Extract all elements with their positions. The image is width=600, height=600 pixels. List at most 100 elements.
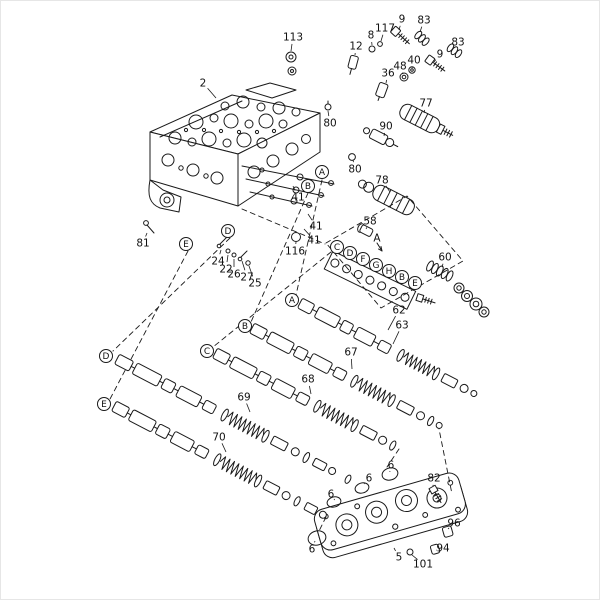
reference-letter-text: E bbox=[183, 240, 189, 250]
circled-letter-e: E bbox=[179, 237, 193, 251]
part-number-label: 82 bbox=[427, 473, 440, 485]
part-36-plug bbox=[375, 82, 389, 101]
part-number-label: 80 bbox=[348, 164, 361, 176]
part-number-label: 77 bbox=[419, 98, 432, 110]
part-80-screw-lower bbox=[348, 153, 356, 161]
circled-letter-d: D bbox=[343, 246, 357, 260]
part-number-label: 8 bbox=[368, 30, 375, 42]
leader-line bbox=[351, 358, 353, 370]
leader-line bbox=[248, 265, 254, 277]
leader-line bbox=[392, 331, 400, 345]
leader-line bbox=[380, 34, 384, 42]
part-80-screw-upper bbox=[324, 100, 332, 111]
part-number-label: 80 bbox=[323, 118, 336, 130]
part-9-bolt-top bbox=[390, 25, 410, 45]
part-number-label: 5 bbox=[396, 552, 403, 564]
leader-line bbox=[327, 110, 330, 117]
spool-assembly-c bbox=[212, 348, 397, 451]
part-number-label: 60 bbox=[438, 252, 451, 264]
leader-line bbox=[385, 185, 391, 193]
part-number-label: 41 bbox=[307, 235, 320, 247]
part-number-label: 116 bbox=[285, 246, 305, 258]
leader-line bbox=[221, 443, 227, 453]
part-number-label: 6 bbox=[366, 473, 373, 485]
reference-letter-text: B bbox=[242, 322, 248, 332]
leader-line bbox=[226, 254, 229, 263]
circled-letter-b: B bbox=[395, 270, 409, 284]
reference-letter-text: C bbox=[204, 347, 210, 357]
spool-assembly-a bbox=[297, 298, 478, 398]
parts-8-117-seals bbox=[368, 41, 383, 53]
part-number-label: A bbox=[373, 233, 381, 245]
leader-line bbox=[307, 213, 313, 221]
leader-line bbox=[333, 498, 335, 501]
part-81-screw bbox=[143, 220, 155, 234]
leader-line bbox=[402, 72, 404, 75]
leader-line bbox=[387, 315, 396, 331]
spool-assembly-d bbox=[114, 354, 352, 484]
leader-line bbox=[451, 47, 455, 51]
part-number-label: 101 bbox=[413, 559, 433, 571]
part-number-label: 26 bbox=[227, 269, 241, 281]
leader-line bbox=[365, 227, 368, 230]
reference-letter-text: H bbox=[386, 267, 393, 277]
part-number-label: 117 bbox=[375, 23, 395, 35]
reference-letter-text: E bbox=[101, 400, 107, 410]
part-number-label: 22 bbox=[219, 264, 232, 276]
spool-assemblies bbox=[111, 298, 478, 519]
reference-letter-text: A bbox=[289, 296, 296, 306]
part-number-label: 36 bbox=[381, 68, 395, 80]
circled-letter-a: A bbox=[285, 293, 299, 307]
part-58-plug bbox=[357, 223, 374, 237]
leader-line bbox=[219, 249, 222, 255]
part-113-washers bbox=[285, 51, 297, 76]
leader-line bbox=[423, 109, 425, 114]
part-number-label: 70 bbox=[212, 432, 225, 444]
part-90-relief-valve bbox=[363, 127, 399, 148]
leader-line bbox=[433, 59, 437, 63]
reference-letter-text: D bbox=[225, 227, 232, 237]
circled-letter-d: D bbox=[221, 224, 235, 238]
parts-22-27-screws bbox=[216, 236, 251, 266]
reference-letter-text: A bbox=[319, 168, 326, 178]
valve-body bbox=[148, 82, 321, 213]
part-94-plug bbox=[429, 543, 441, 555]
reference-letter-text: B bbox=[305, 182, 311, 192]
part-78-solenoid-valve bbox=[357, 179, 415, 216]
circled-letter-a: A bbox=[315, 165, 329, 179]
part-9-bolt-right bbox=[424, 54, 446, 72]
part-number-label: 63 bbox=[395, 320, 408, 332]
part-77-solenoid-valve bbox=[399, 103, 454, 138]
circled-letter-b: B bbox=[301, 179, 315, 193]
leader-line bbox=[352, 159, 354, 163]
leader-line bbox=[385, 79, 387, 84]
part-number-label: 12 bbox=[349, 41, 362, 53]
part-101-plug bbox=[406, 548, 414, 556]
part-number-label: 113 bbox=[283, 32, 303, 44]
circled-letter-e: E bbox=[97, 397, 111, 411]
leader-line bbox=[419, 26, 423, 33]
parts-41-push-rods bbox=[241, 165, 335, 208]
circled-letter-h: H bbox=[382, 264, 396, 278]
construction-lines bbox=[109, 179, 464, 534]
part-number-label: 83 bbox=[451, 37, 464, 49]
parts-60-spring-and-washers bbox=[415, 260, 490, 318]
part-number-label: 94 bbox=[436, 543, 450, 555]
circled-letter-c: C bbox=[200, 344, 214, 358]
spool-assembly-e bbox=[111, 401, 327, 519]
part-number-label: 9 bbox=[399, 14, 406, 26]
drawing-layer bbox=[143, 25, 490, 559]
circled-letter-d: D bbox=[99, 349, 113, 363]
part-83-spring-top bbox=[414, 30, 430, 46]
leader-line bbox=[309, 385, 312, 395]
leader-line bbox=[246, 403, 251, 413]
part-number-label: 58 bbox=[363, 216, 376, 228]
leader-line bbox=[290, 43, 293, 52]
leader-line bbox=[363, 483, 365, 485]
part-number-label: 27 bbox=[240, 272, 253, 284]
part-number-label: 40 bbox=[407, 55, 420, 67]
part-number-label: 68 bbox=[301, 374, 314, 386]
